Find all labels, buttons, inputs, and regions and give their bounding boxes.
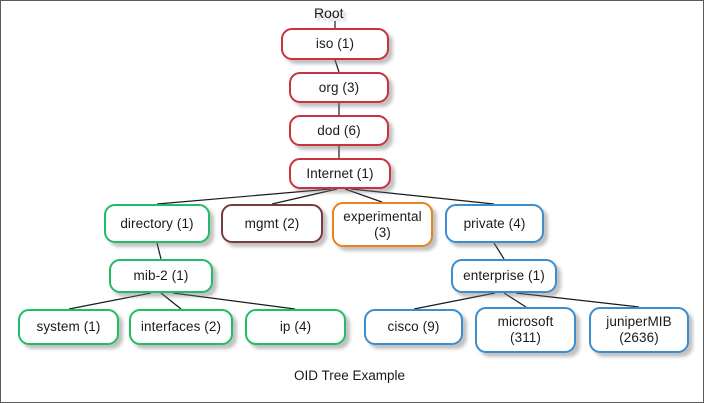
node-mgmt[interactable]: mgmt (2)	[221, 204, 323, 243]
node-label-system: system (1)	[36, 319, 101, 335]
node-label-directory: directory (1)	[120, 215, 194, 231]
edge-internet-to-directory	[156, 188, 332, 205]
root-label: Root	[314, 5, 344, 21]
node-label-iso: iso (1)	[315, 36, 355, 52]
node-ip[interactable]: ip (4)	[245, 309, 346, 345]
diagram-caption: OID Tree Example	[294, 368, 406, 383]
node-label-interfaces: interfaces (2)	[140, 319, 222, 335]
node-label-juniperMIB: juniperMIB (2636)	[606, 314, 672, 345]
node-private[interactable]: private (4)	[445, 204, 544, 243]
edge-internet-to-mgmt	[271, 188, 338, 205]
node-label-ip: ip (4)	[279, 319, 312, 335]
edge-enterprise-to-juniperMIB	[515, 292, 640, 308]
node-label-cisco: cisco (9)	[387, 319, 440, 335]
node-cisco[interactable]: cisco (9)	[364, 309, 463, 345]
node-interfaces[interactable]: interfaces (2)	[129, 309, 233, 345]
edge-mib2-to-interfaces	[160, 292, 182, 310]
node-microsoft[interactable]: microsoft (311)	[475, 307, 576, 353]
node-org[interactable]: org (3)	[289, 72, 389, 103]
edge-private-to-enterprise	[493, 242, 505, 260]
node-enterprise[interactable]: enterprise (1)	[451, 259, 557, 293]
node-label-experimental: experimental (3)	[343, 208, 422, 240]
node-system[interactable]: system (1)	[18, 309, 119, 345]
node-label-dod: dod (6)	[317, 122, 361, 138]
node-label-org: org (3)	[318, 79, 360, 95]
node-internet[interactable]: Internet (1)	[289, 158, 391, 189]
node-experimental[interactable]: experimental (3)	[332, 202, 433, 247]
edge-mib2-to-ip	[172, 292, 296, 310]
edge-directory-to-mib2	[156, 242, 162, 260]
node-label-internet: Internet (1)	[306, 165, 374, 181]
node-label-private: private (4)	[463, 215, 526, 231]
node-label-mib2: mib-2 (1)	[133, 268, 189, 284]
node-dod[interactable]: dod (6)	[289, 115, 389, 146]
edge-mib2-to-system	[68, 292, 152, 310]
node-label-mgmt: mgmt (2)	[244, 215, 300, 231]
edge-enterprise-to-microsoft	[503, 292, 527, 308]
node-label-microsoft: microsoft (311)	[497, 314, 554, 345]
node-juniperMIB[interactable]: juniperMIB (2636)	[589, 307, 689, 353]
node-iso[interactable]: iso (1)	[281, 28, 389, 60]
node-directory[interactable]: directory (1)	[104, 204, 210, 243]
node-label-enterprise: enterprise (1)	[463, 268, 545, 284]
edge-iso-to-org	[334, 59, 340, 73]
edge-internet-to-experimental	[344, 188, 383, 203]
node-mib2[interactable]: mib-2 (1)	[109, 259, 213, 293]
